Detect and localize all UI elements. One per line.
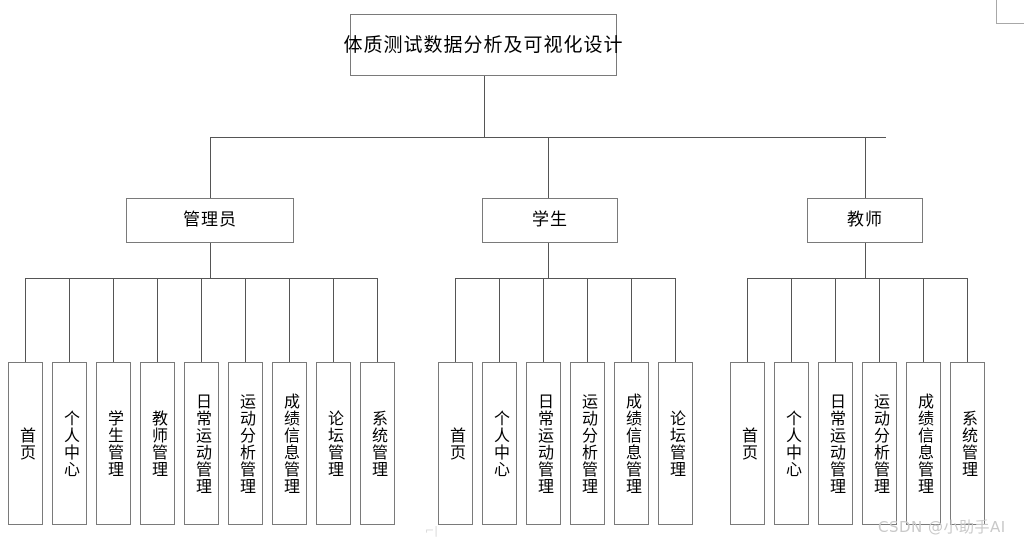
leaf-node-label: 日常运动管理 <box>534 392 554 495</box>
connector-teacher-child-4 <box>879 278 880 362</box>
leaf-node[interactable]: 日常运动管理 <box>184 362 219 525</box>
branch-node-teacher-label: 教师 <box>847 210 883 231</box>
leaf-node-label: 教师管理 <box>148 409 168 478</box>
connector-admin-child-3 <box>113 278 114 362</box>
connector-student-child-1 <box>455 278 456 362</box>
corner-frame-decoration <box>996 0 1024 24</box>
branch-node-admin-label: 管理员 <box>183 210 237 231</box>
leaf-node[interactable]: 日常运动管理 <box>526 362 561 525</box>
leaf-node-label: 论坛管理 <box>324 409 344 478</box>
root-node-label: 体质测试数据分析及可视化设计 <box>343 33 624 56</box>
connector-to-teacher <box>865 137 866 198</box>
leaf-node[interactable]: 运动分析管理 <box>570 362 605 525</box>
connector-student-stem <box>548 243 549 278</box>
leaf-node-label: 日常运动管理 <box>826 392 846 495</box>
leaf-node[interactable]: 系统管理 <box>950 362 985 525</box>
leaf-node-label: 日常运动管理 <box>192 392 212 495</box>
leaf-node[interactable]: 首页 <box>8 362 43 525</box>
connector-admin-child-1 <box>25 278 26 362</box>
connector-admin-child-2 <box>69 278 70 362</box>
connector-admin-child-4 <box>157 278 158 362</box>
connector-teacher-child-6 <box>967 278 968 362</box>
leaf-node[interactable]: 成绩信息管理 <box>906 362 941 525</box>
connector-admin-child-5 <box>201 278 202 362</box>
leaf-node-label: 成绩信息管理 <box>914 392 934 495</box>
leaf-node[interactable]: 运动分析管理 <box>862 362 897 525</box>
connector-teacher-child-2 <box>791 278 792 362</box>
branch-node-teacher[interactable]: 教师 <box>807 198 923 243</box>
leaf-node-label: 论坛管理 <box>666 409 686 478</box>
leaf-node[interactable]: 教师管理 <box>140 362 175 525</box>
leaf-node-label: 系统管理 <box>368 409 388 478</box>
scan-artifact: ⌐| <box>425 524 438 537</box>
connector-teacher-bus <box>747 278 968 279</box>
branch-node-student[interactable]: 学生 <box>482 198 618 243</box>
leaf-node-label: 运动分析管理 <box>870 392 890 495</box>
connector-teacher-stem <box>865 243 866 278</box>
leaf-node[interactable]: 系统管理 <box>360 362 395 525</box>
leaf-node-label: 运动分析管理 <box>236 392 256 495</box>
leaf-node-label: 首页 <box>16 426 36 461</box>
root-node[interactable]: 体质测试数据分析及可视化设计 <box>344 14 623 76</box>
leaf-node[interactable]: 个人中心 <box>52 362 87 525</box>
watermark: CSDN @小助手AI <box>878 518 1006 536</box>
leaf-node[interactable]: 论坛管理 <box>316 362 351 525</box>
leaf-node[interactable]: 首页 <box>438 362 473 525</box>
leaf-node-label: 个人中心 <box>60 409 80 478</box>
leaf-node-label: 成绩信息管理 <box>280 392 300 495</box>
connector-admin-child-9 <box>377 278 378 362</box>
leaf-node[interactable]: 学生管理 <box>96 362 131 525</box>
leaf-node-label: 个人中心 <box>782 409 802 478</box>
leaf-node-label: 成绩信息管理 <box>622 392 642 495</box>
leaf-node[interactable]: 个人中心 <box>774 362 809 525</box>
leaf-node[interactable]: 个人中心 <box>482 362 517 525</box>
connector-teacher-child-1 <box>747 278 748 362</box>
leaf-node[interactable]: 首页 <box>730 362 765 525</box>
leaf-node-label: 个人中心 <box>490 409 510 478</box>
leaf-node-label: 首页 <box>446 426 466 461</box>
connector-admin-child-7 <box>289 278 290 362</box>
leaf-node-label: 系统管理 <box>958 409 978 478</box>
leaf-node-label: 首页 <box>738 426 758 461</box>
connector-student-child-5 <box>631 278 632 362</box>
connector-admin-child-6 <box>245 278 246 362</box>
connector-student-child-2 <box>499 278 500 362</box>
connector-student-child-3 <box>543 278 544 362</box>
leaf-node[interactable]: 论坛管理 <box>658 362 693 525</box>
connector-root-stem <box>484 76 485 137</box>
connector-student-bus <box>455 278 676 279</box>
connector-to-student <box>548 137 549 198</box>
leaf-node[interactable]: 运动分析管理 <box>228 362 263 525</box>
branch-node-student-label: 学生 <box>532 210 568 231</box>
connector-student-child-4 <box>587 278 588 362</box>
leaf-node[interactable]: 成绩信息管理 <box>614 362 649 525</box>
connector-teacher-child-5 <box>923 278 924 362</box>
connector-student-child-6 <box>675 278 676 362</box>
leaf-node[interactable]: 日常运动管理 <box>818 362 853 525</box>
leaf-node[interactable]: 成绩信息管理 <box>272 362 307 525</box>
branch-node-admin[interactable]: 管理员 <box>126 198 294 243</box>
leaf-node-label: 运动分析管理 <box>578 392 598 495</box>
connector-admin-child-8 <box>333 278 334 362</box>
connector-to-admin <box>210 137 211 198</box>
connector-admin-stem <box>210 243 211 278</box>
connector-teacher-child-3 <box>835 278 836 362</box>
leaf-node-label: 学生管理 <box>104 409 124 478</box>
